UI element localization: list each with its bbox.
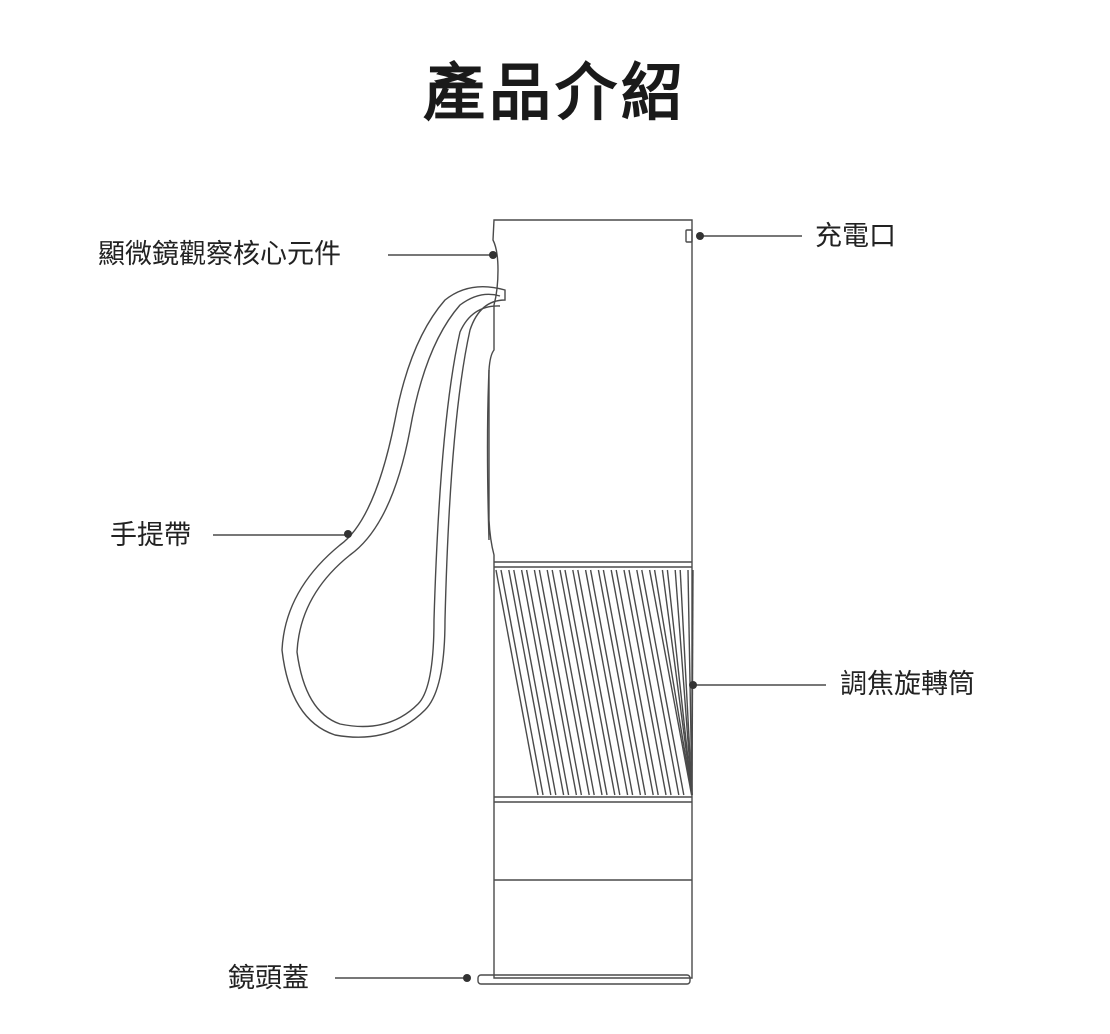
label-core: 顯微鏡觀察核心元件 [98, 239, 341, 270]
groove-line [666, 569, 693, 796]
label-focus-ring: 調焦旋轉筒 [840, 669, 975, 700]
dot-charge [696, 232, 704, 240]
groove-line [602, 569, 647, 796]
groove-line [520, 569, 565, 796]
focus-ring-grooves [495, 569, 694, 796]
groove-line [572, 569, 616, 796]
groove-line [641, 569, 685, 796]
groove-line [525, 569, 570, 796]
dot-cap [463, 974, 471, 982]
groove-line [584, 569, 629, 796]
groove-line [495, 569, 539, 796]
groove-line [500, 569, 544, 796]
groove-line [508, 569, 552, 796]
groove-line [538, 569, 583, 796]
strap-loop-inner [296, 293, 501, 728]
body-outline [488, 219, 693, 979]
groove-line [513, 569, 557, 796]
groove-line [679, 569, 693, 796]
side-groove [486, 369, 490, 541]
groove-line [559, 569, 603, 796]
label-charge-port: 充電口 [815, 221, 896, 252]
dot-core [489, 251, 497, 259]
groove-line [628, 569, 672, 796]
page-title: 產品介紹 [422, 56, 687, 129]
dot-focus [689, 681, 697, 689]
charge-port [685, 229, 693, 243]
groove-line [653, 569, 693, 796]
groove-line [589, 569, 634, 796]
groove-line [546, 569, 590, 796]
label-lens-cap: 鏡頭蓋 [228, 963, 309, 994]
dot-strap [344, 530, 352, 538]
groove-line [610, 569, 654, 796]
groove-line [623, 569, 667, 796]
groove-line [648, 569, 693, 796]
groove-line [551, 569, 595, 796]
groove-line [674, 569, 693, 796]
lens-cap [477, 974, 691, 985]
strap-loop-outer [281, 285, 506, 738]
groove-line [564, 569, 608, 796]
groove-line [615, 569, 659, 796]
label-strap: 手提帶 [110, 520, 191, 551]
groove-line [636, 569, 680, 796]
groove-line [597, 569, 642, 796]
groove-line [533, 569, 578, 796]
groove-line [661, 569, 693, 796]
groove-line [577, 569, 621, 796]
